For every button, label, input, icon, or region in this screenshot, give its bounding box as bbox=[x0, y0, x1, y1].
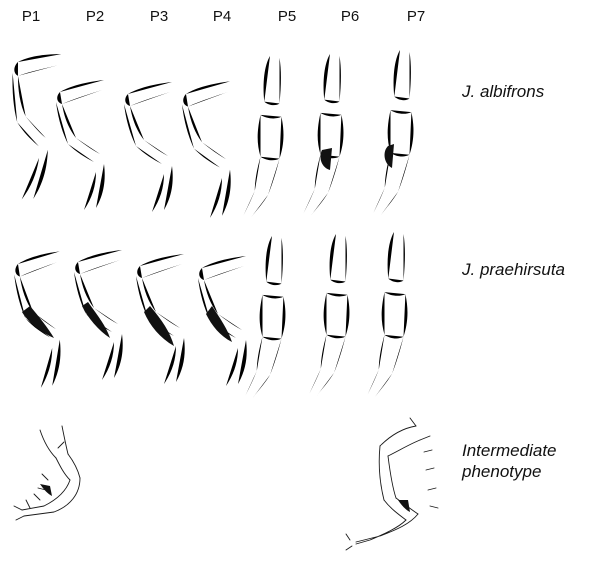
leg-praehirsuta-p6 bbox=[300, 225, 356, 401]
leg-albifrons-p3 bbox=[119, 74, 181, 222]
leg-albifrons-p2 bbox=[51, 72, 113, 220]
leg-albifrons-p7 bbox=[364, 41, 420, 220]
leg-albifrons-p5 bbox=[234, 47, 290, 223]
leg-albifrons-p4 bbox=[177, 73, 239, 228]
leg-praehirsuta-p2 bbox=[69, 242, 131, 390]
leg-intermediate-posterior bbox=[346, 418, 438, 550]
leg-praehirsuta-p1 bbox=[9, 243, 68, 398]
leg-albifrons-p6 bbox=[294, 45, 350, 221]
leg-intermediate-anterior bbox=[14, 426, 80, 520]
leg-praehirsuta-p4 bbox=[193, 248, 255, 396]
leg-praehirsuta-p5 bbox=[236, 227, 292, 403]
leg-praehirsuta-p7 bbox=[358, 223, 414, 402]
leg-praehirsuta-p3 bbox=[131, 246, 193, 394]
leg-albifrons-p1 bbox=[0, 38, 71, 215]
